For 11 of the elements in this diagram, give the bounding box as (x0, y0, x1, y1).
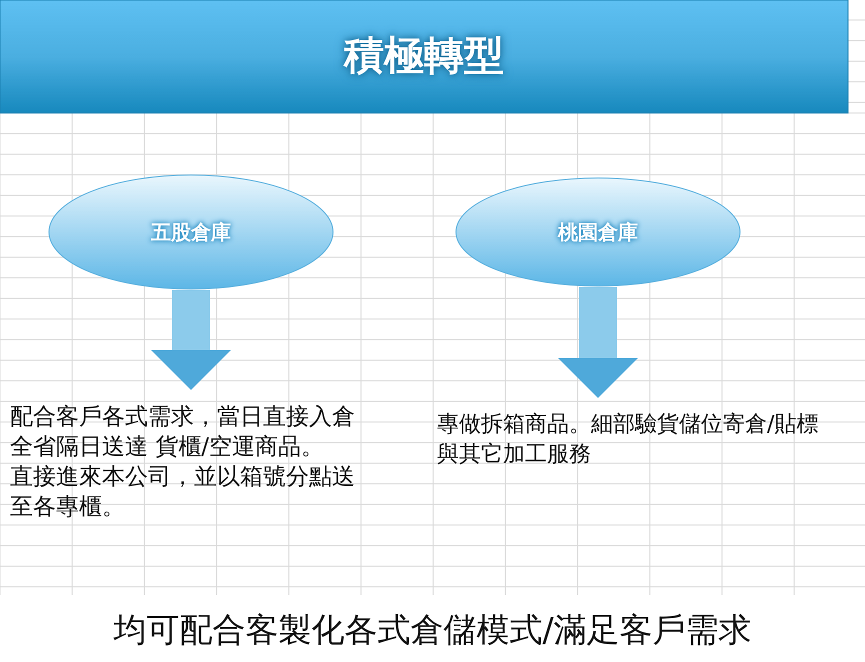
description-text: 專做拆箱商品。細部驗貨儲位寄倉/貼標與其它加工服務 (437, 411, 820, 469)
title: 積極轉型 (342, 32, 505, 81)
block-arrow (558, 287, 638, 398)
summary-text: 均可配合客製化各式倉儲模式/滿足客戶需求 (112, 609, 753, 651)
description-text: 直接進來本公司，並以箱號分點送至各專櫃。 (10, 463, 356, 522)
ellipse-node (48, 174, 334, 290)
description-text: 配合客戶各式需求，當日直接入倉全省隔日送達 貨櫃/空運商品。 (10, 403, 356, 462)
block-arrow (151, 290, 231, 390)
ellipse-node (455, 177, 741, 287)
node-label: 桃園倉庫 (558, 218, 638, 246)
node-label: 五股倉庫 (151, 218, 231, 246)
